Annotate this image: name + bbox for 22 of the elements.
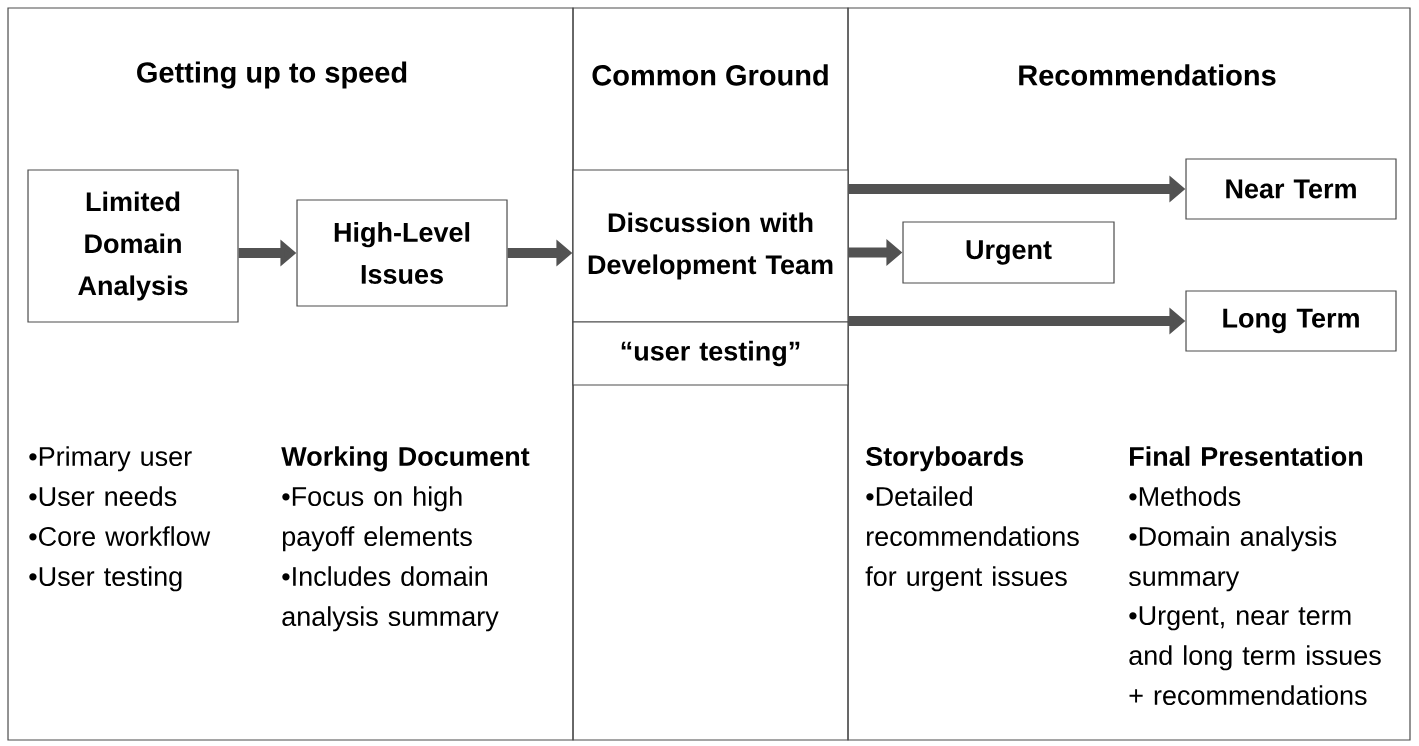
bullet-item: •Detailed recommendations for urgent issues bbox=[865, 486, 1079, 592]
subheading: Final Presentation bbox=[1130, 446, 1363, 467]
process-box: Long Term bbox=[1185, 290, 1397, 352]
subheading: Working Document bbox=[281, 446, 530, 472]
process-box: Limited Domain Analysis bbox=[27, 169, 239, 323]
bullet-item: •User needs bbox=[29, 486, 177, 507]
bullet-item: •Core workflow bbox=[29, 526, 211, 547]
process-box: “user testing” bbox=[572, 321, 849, 386]
process-box: Near Term bbox=[1185, 158, 1397, 220]
column-heading: Getting up to speed bbox=[137, 61, 407, 89]
bullet-item: •Methods bbox=[1129, 486, 1241, 507]
bullet-item: •Focus on high payoff elements bbox=[282, 486, 472, 552]
process-box: Urgent bbox=[902, 221, 1115, 284]
subheading: Storyboards bbox=[866, 446, 1024, 472]
column-heading: Recommendations bbox=[1019, 64, 1276, 86]
bullet-item: •User testing bbox=[29, 566, 182, 592]
bullet-item: •Urgent, near term and long term issues + recommendations bbox=[1129, 606, 1381, 706]
bullet-item: •Includes domain analysis summary bbox=[282, 566, 499, 632]
process-box: High-Level Issues bbox=[296, 199, 508, 307]
bullet-item: •Primary user bbox=[29, 446, 192, 472]
bullet-item: •Domain analysis summary bbox=[1128, 526, 1337, 592]
column-heading: Common Ground bbox=[592, 64, 828, 86]
